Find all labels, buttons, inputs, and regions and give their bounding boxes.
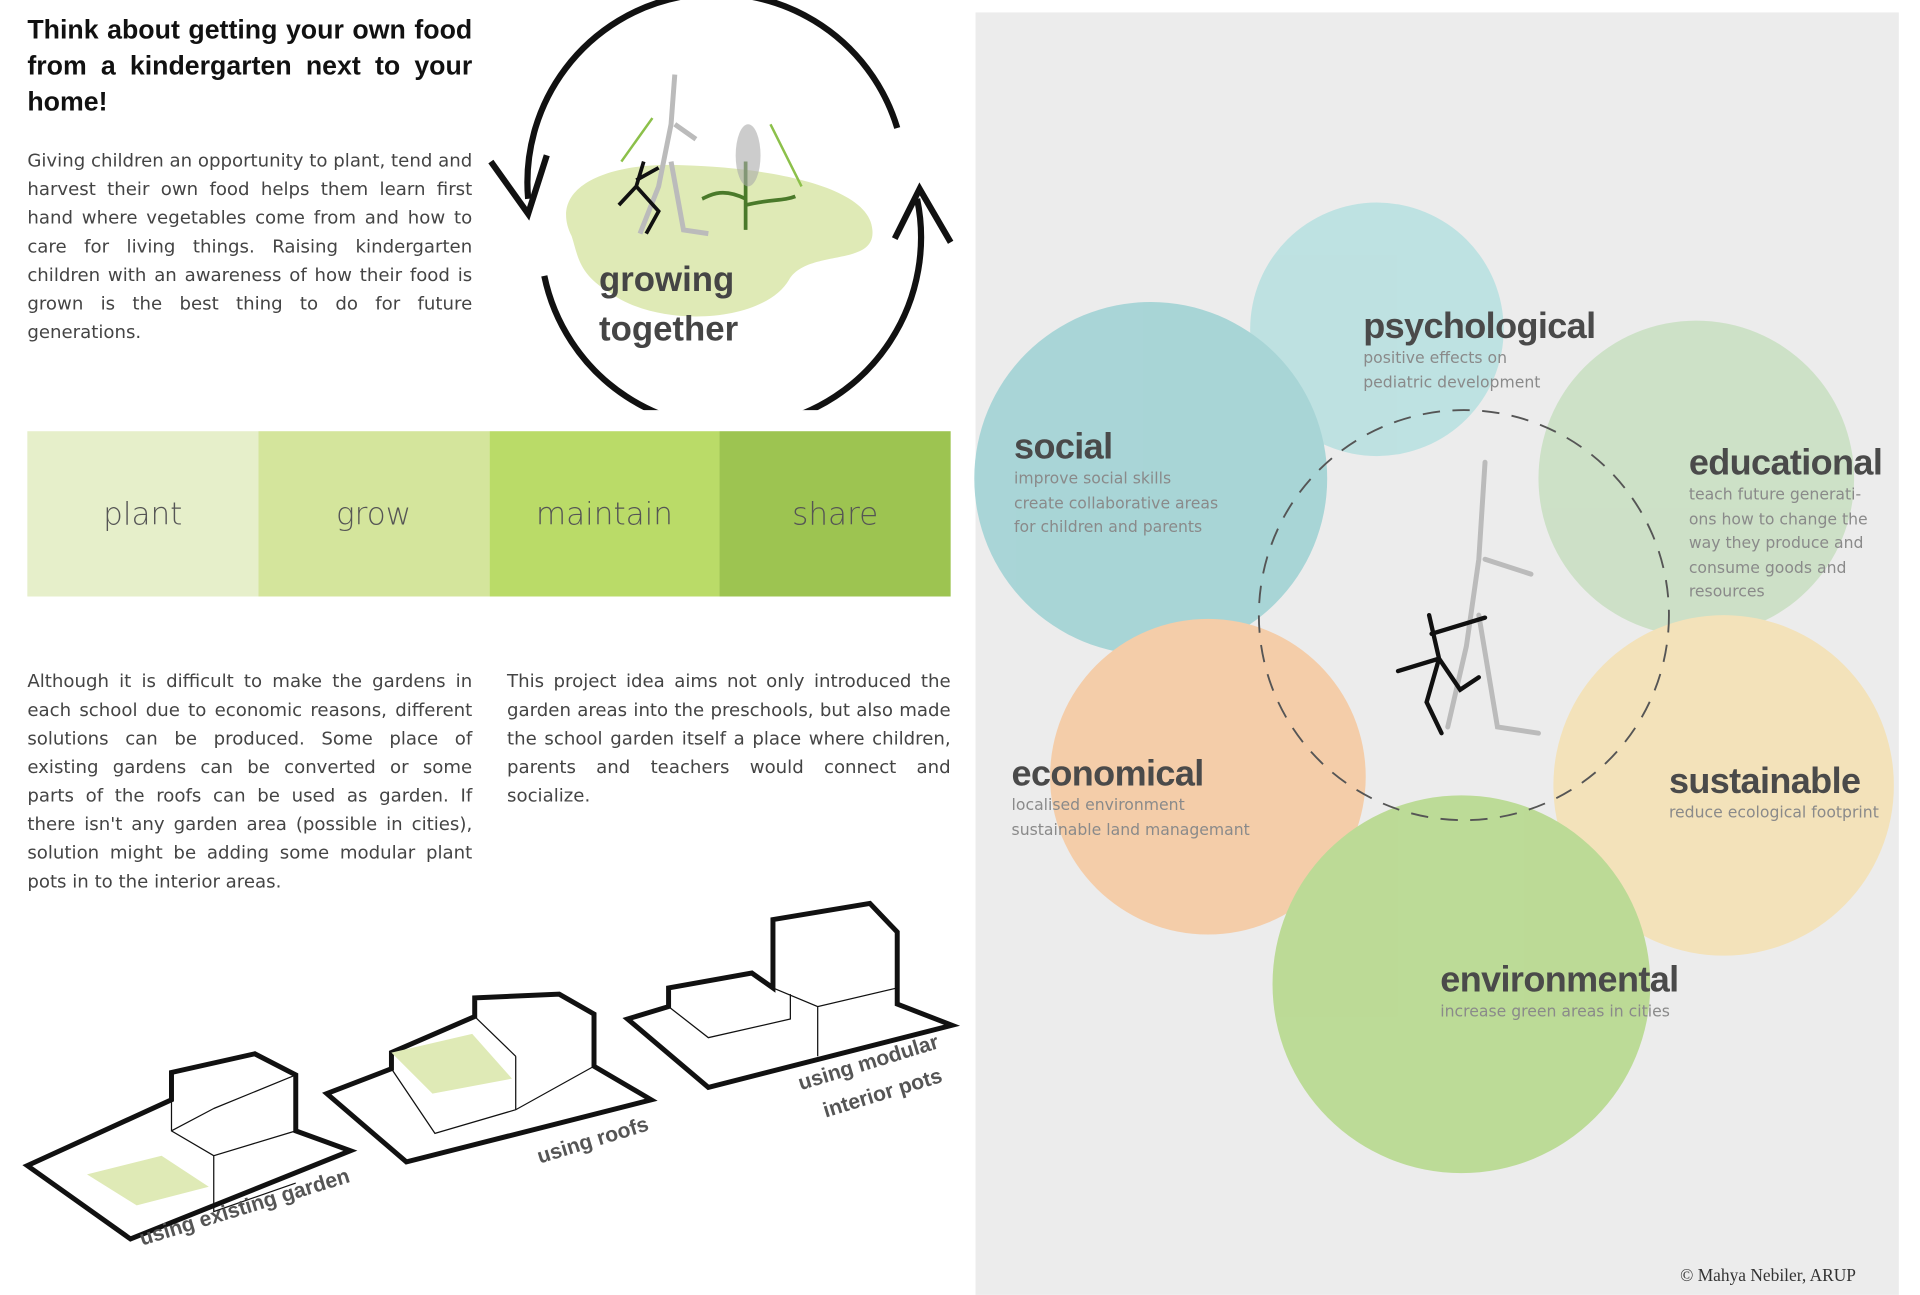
building-interior-pots bbox=[622, 900, 961, 1091]
intro-heading: Think about getting your own food from a… bbox=[27, 14, 473, 117]
cycle-arrow-top bbox=[524, 0, 901, 200]
benefit-desc: consume goods and bbox=[1688, 557, 1847, 576]
benefit-educational: educational teach future generati- ons h… bbox=[1688, 443, 1883, 603]
growth-arrow-icon bbox=[620, 117, 803, 187]
step-share: share bbox=[719, 431, 951, 597]
intro-paragraph: Giving children an opportunity to plant,… bbox=[27, 150, 473, 343]
adult-walker-icon bbox=[1445, 459, 1541, 736]
benefit-environmental: environmental increase green areas in ci… bbox=[1440, 960, 1679, 1024]
benefit-desc: for children and parents bbox=[1014, 516, 1203, 536]
circle-psychological bbox=[1250, 202, 1504, 457]
benefit-desc: create collaborative areas bbox=[1014, 492, 1219, 512]
circle-economical bbox=[1050, 618, 1366, 935]
step-grow: grow bbox=[258, 431, 490, 597]
steps-band: plant grow maintain share bbox=[27, 431, 951, 597]
benefit-social: social improve social skills create coll… bbox=[1014, 429, 1218, 539]
benefit-economical: economical localised environment sustain… bbox=[1012, 756, 1250, 842]
child-figure-icon bbox=[617, 161, 661, 235]
building-roofs bbox=[322, 991, 658, 1165]
benefit-title: sustainable bbox=[1668, 761, 1861, 802]
dashed-ring bbox=[1257, 409, 1670, 822]
benefit-title: educational bbox=[1688, 443, 1883, 484]
credit: © Mahya Nebiler, ARUP bbox=[1680, 1267, 1856, 1287]
step-maintain: maintain bbox=[489, 431, 720, 597]
circle-environmental bbox=[1272, 795, 1651, 1174]
benefit-desc: reduce ecological footprint bbox=[1668, 802, 1879, 822]
benefit-desc: positive effects on bbox=[1363, 347, 1508, 367]
benefit-title: environmental bbox=[1440, 960, 1679, 1001]
benefit-title: social bbox=[1014, 427, 1113, 468]
benefit-desc: way they produce and bbox=[1688, 533, 1864, 552]
adult-figure-icon bbox=[637, 74, 709, 237]
arrow-head-left bbox=[488, 154, 550, 221]
benefit-sustainable: sustainable reduce ecological footprint bbox=[1669, 763, 1879, 825]
circle-educational bbox=[1538, 320, 1855, 637]
step-plant: plant bbox=[27, 431, 259, 597]
green-blob bbox=[566, 164, 873, 317]
benefit-desc: increase green areas in cities bbox=[1440, 1001, 1670, 1021]
child-figure-icon bbox=[1395, 612, 1488, 736]
circle-social bbox=[974, 301, 1328, 655]
cycle-title-line2: together bbox=[598, 309, 739, 348]
cycle-arrow-bottom bbox=[541, 198, 925, 411]
benefit-title: psychological bbox=[1363, 306, 1596, 347]
benefit-desc: localised environment bbox=[1011, 795, 1185, 814]
benefit-title: economical bbox=[1011, 754, 1205, 795]
cycle-title: growing together bbox=[599, 255, 738, 354]
benefit-desc: sustainable land managemant bbox=[1011, 819, 1250, 839]
benefit-desc: ons how to change the bbox=[1688, 508, 1868, 528]
benefit-desc: pediatric development bbox=[1363, 372, 1541, 391]
cycle-diagram bbox=[488, 0, 954, 411]
benefit-desc: teach future generati- bbox=[1688, 484, 1862, 504]
building-existing-garden bbox=[22, 1051, 358, 1242]
circle-sustainable bbox=[1553, 615, 1894, 956]
benefit-desc: resources bbox=[1688, 581, 1765, 601]
body-col2: This project idea aims not only introduc… bbox=[507, 671, 951, 807]
benefit-psychological: psychological positive effects on pediat… bbox=[1363, 306, 1596, 394]
building-diagrams bbox=[22, 900, 961, 1242]
arrow-head-right bbox=[891, 182, 954, 244]
cycle-title-line1: growing bbox=[598, 259, 735, 299]
body-col1: Although it is difficult to make the gar… bbox=[27, 671, 473, 893]
benefit-desc: improve social skills bbox=[1014, 468, 1172, 488]
